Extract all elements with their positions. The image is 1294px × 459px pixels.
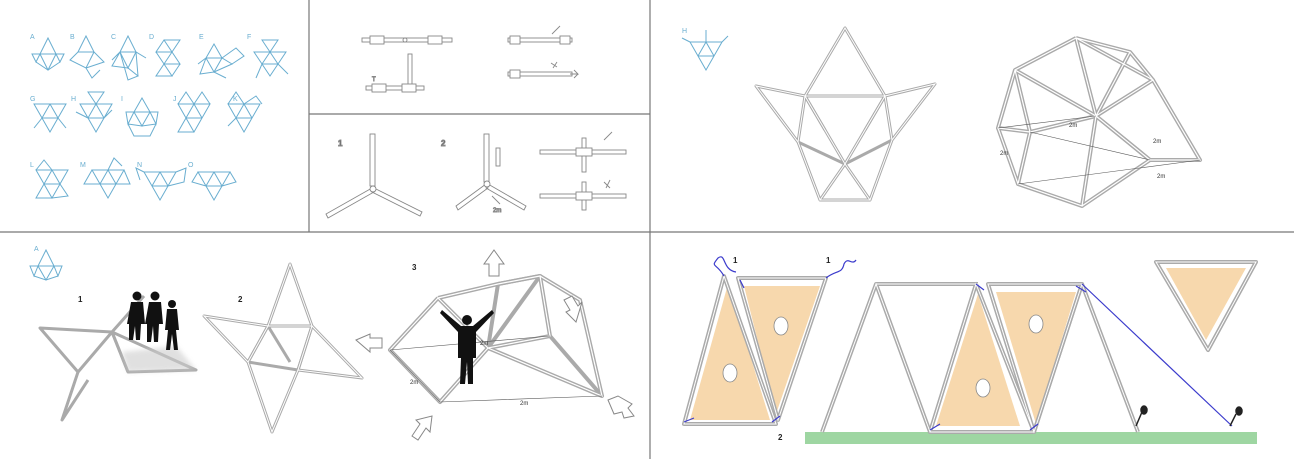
pattern-diagram-m — [83, 157, 131, 200]
pattern-diagram-l — [35, 159, 69, 200]
pattern-diagram-b — [69, 34, 105, 79]
ground-strip — [805, 432, 1257, 444]
straight-strut-joint — [361, 35, 453, 45]
step-number: 2 — [441, 139, 446, 148]
pattern-diagram-k — [227, 91, 263, 134]
pattern-label: C — [111, 34, 116, 41]
step-number: 2 — [238, 295, 243, 304]
three-way-node-step-2: 2m — [455, 133, 527, 214]
pattern-label: E — [199, 34, 204, 41]
pattern-library: A B C D E F G H I J K L M N O — [30, 34, 289, 202]
strut-connection-details: T 2m — [325, 25, 627, 219]
pattern-label: O — [188, 162, 194, 169]
tie-down-ropes — [683, 256, 1233, 431]
dim-note: 2m — [493, 208, 501, 214]
pattern-diagram-c — [111, 34, 147, 81]
pattern-diagram-n — [135, 167, 187, 202]
dim-note: 2m — [1069, 123, 1077, 129]
pattern-label: A — [30, 34, 35, 41]
three-way-node-step-1 — [325, 133, 423, 219]
covered-triangle-single — [1154, 260, 1258, 352]
pattern-label: M — [80, 162, 86, 169]
joint-mark: T — [372, 77, 376, 83]
pattern-diagram-d — [155, 39, 181, 77]
shadow-patch — [122, 346, 196, 372]
bolted-strut-joint-1 — [507, 25, 573, 45]
pattern-icon-h — [681, 30, 729, 72]
step-number: 2 — [778, 433, 783, 442]
bolted-strut-joint-2 — [507, 61, 580, 79]
pattern-diagram-i — [125, 96, 159, 137]
pattern-label: L — [30, 162, 34, 169]
dome-panel: H — [681, 26, 1202, 208]
step-number: 1 — [338, 139, 343, 148]
pattern-label: B — [70, 34, 75, 41]
pattern-label: J — [173, 96, 177, 103]
pattern-label: F — [247, 34, 251, 41]
dim-note: 2m — [1000, 151, 1008, 157]
pattern-diagram-f — [253, 39, 289, 79]
dim-note: 2m — [480, 341, 488, 347]
step-number: 1 — [78, 295, 83, 304]
dim-note: 2m — [1153, 139, 1161, 145]
node-bolt-detail-2 — [539, 179, 627, 211]
pattern-diagram-o — [191, 171, 237, 202]
pattern-label: D — [149, 34, 154, 41]
person-holding-frame — [440, 310, 494, 384]
step-number: 3 — [412, 263, 417, 272]
pattern-diagram-g — [33, 103, 67, 134]
pattern-diagram-h — [75, 91, 113, 134]
assembly-panel: A 1 2 3 — [29, 246, 635, 441]
dim-note: 2m — [1157, 174, 1165, 180]
pattern-icon-a — [29, 248, 63, 282]
push-arrows — [355, 249, 635, 441]
pattern-label: G — [30, 96, 35, 103]
pattern-label: H — [682, 28, 687, 35]
covered-triangle-pair-left — [682, 274, 828, 426]
flat-net-h — [754, 26, 937, 202]
pattern-label: N — [137, 162, 142, 169]
pattern-label: K — [233, 96, 238, 103]
dim-note: 2m — [410, 380, 418, 386]
pattern-diagram-j — [177, 91, 211, 134]
t-strut-joint: T — [365, 53, 425, 93]
pattern-label: H — [71, 96, 76, 103]
ground-stakes — [1135, 405, 1243, 427]
covered-triangle-pair-right — [821, 282, 1139, 434]
pattern-diagram-e — [197, 42, 245, 79]
pattern-diagram-a — [31, 36, 65, 72]
step-number: 1 — [826, 256, 831, 265]
dim-note: 2m — [520, 401, 528, 407]
pattern-label: I — [121, 96, 123, 103]
node-bolt-detail-1 — [539, 131, 627, 173]
people-silhouettes — [127, 291, 179, 350]
pattern-label: A — [34, 246, 39, 253]
cover-panel: 1 1 2 — [682, 256, 1258, 444]
step-number: 1 — [733, 256, 738, 265]
